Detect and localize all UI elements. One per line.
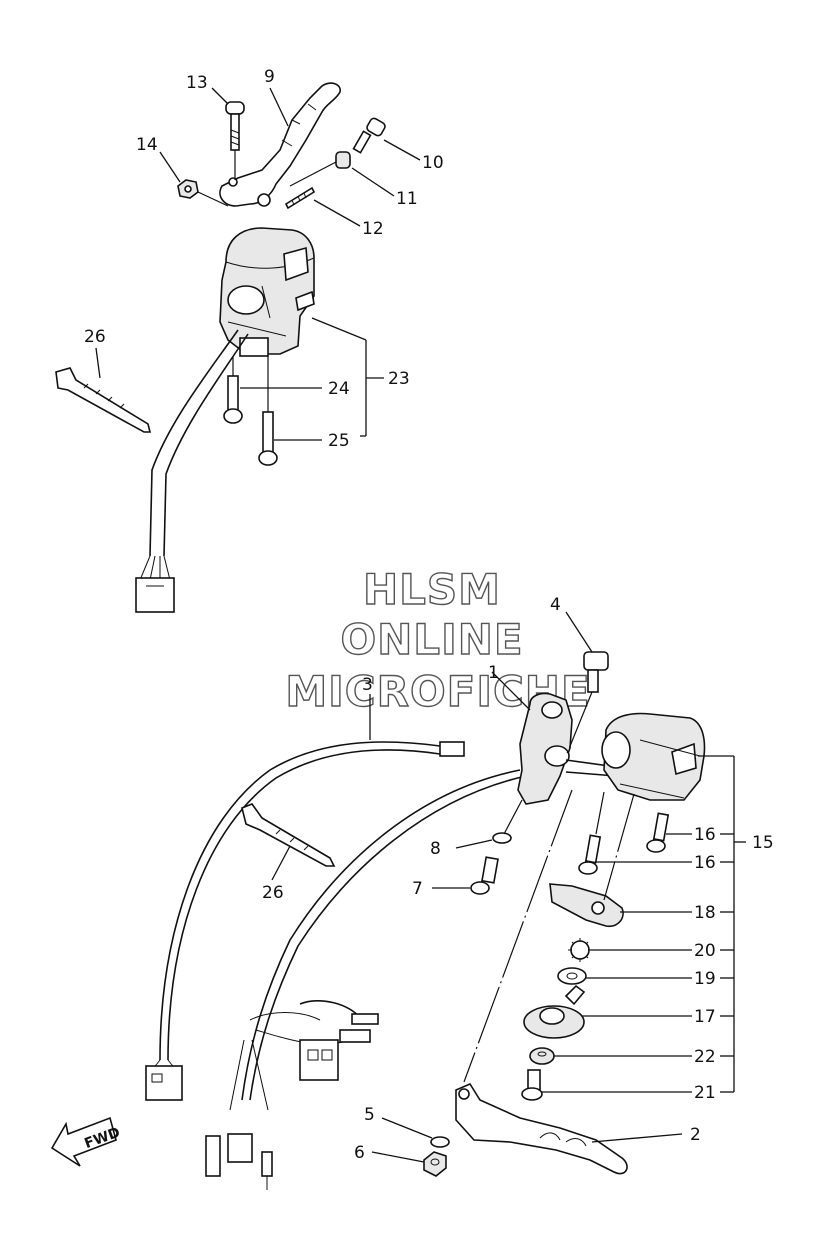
callout-13: 13 bbox=[186, 73, 208, 93]
callout-labels: 13 9 14 10 11 12 26 23 24 25 4 1 3 16 15… bbox=[84, 67, 774, 1163]
callout-14: 14 bbox=[136, 135, 158, 155]
knob-18 bbox=[549, 883, 624, 928]
lever-upper-group bbox=[159, 82, 421, 227]
callout-25: 25 bbox=[328, 431, 350, 451]
watermark-line-1: HLSM bbox=[363, 565, 501, 614]
callout-5: 5 bbox=[364, 1105, 375, 1125]
handlebar-switch-23 bbox=[55, 227, 384, 613]
bolt-4 bbox=[583, 651, 609, 671]
fwd-arrow-icon: FWD bbox=[50, 1116, 122, 1167]
connector-bottom-left bbox=[205, 1135, 221, 1177]
washer-19 bbox=[557, 967, 587, 985]
callout-6: 6 bbox=[354, 1143, 365, 1163]
watermark: HLSM ONLINE MICROFICHE bbox=[285, 564, 591, 716]
callout-15: 15 bbox=[752, 833, 774, 853]
o-ring-5 bbox=[430, 1136, 450, 1148]
bolt-21 bbox=[527, 1069, 541, 1091]
collar-11 bbox=[335, 151, 351, 169]
lever-9 bbox=[219, 82, 341, 207]
watermark-line-2: ONLINE bbox=[340, 615, 523, 664]
bullet-connector-b bbox=[339, 1029, 371, 1043]
callout-12: 12 bbox=[362, 219, 384, 239]
callout-2: 2 bbox=[690, 1125, 701, 1145]
callout-22: 22 bbox=[694, 1047, 716, 1067]
callout-10: 10 bbox=[422, 153, 444, 173]
callout-4: 4 bbox=[550, 595, 561, 615]
bracket-1 bbox=[517, 692, 573, 805]
callout-19: 19 bbox=[694, 969, 716, 989]
callout-9: 9 bbox=[264, 67, 275, 87]
callout-3: 3 bbox=[362, 675, 373, 695]
cable-tie-26-upper bbox=[55, 367, 152, 433]
callout-18: 18 bbox=[694, 903, 716, 923]
coupler-upper bbox=[135, 577, 175, 613]
screw-25 bbox=[262, 411, 274, 455]
callout-23: 23 bbox=[388, 369, 410, 389]
callout-24: 24 bbox=[328, 379, 350, 399]
cable-tie-26-lower bbox=[241, 803, 336, 867]
cable-end-3 bbox=[439, 741, 465, 757]
callout-17: 17 bbox=[694, 1007, 716, 1027]
screw-16-b bbox=[652, 812, 670, 842]
coupler-lower-left bbox=[145, 1065, 183, 1101]
callout-20: 20 bbox=[694, 941, 716, 961]
callout-1: 1 bbox=[488, 663, 499, 683]
callout-7: 7 bbox=[412, 879, 423, 899]
connector-bottom-right bbox=[261, 1151, 273, 1177]
washer-8 bbox=[492, 832, 512, 844]
screw-24 bbox=[227, 375, 239, 413]
callout-8: 8 bbox=[430, 839, 441, 859]
callout-16-b: 16 bbox=[694, 853, 716, 873]
lower-assembly bbox=[145, 611, 746, 1190]
nut-6 bbox=[423, 1151, 447, 1177]
brake-lever-2 bbox=[455, 1082, 628, 1175]
spring-12 bbox=[284, 186, 316, 210]
screw-16-a bbox=[584, 834, 602, 864]
callout-11: 11 bbox=[396, 189, 418, 209]
connector-bottom-mid bbox=[227, 1133, 253, 1163]
bullet-connector-a bbox=[351, 1013, 379, 1025]
bolt-7 bbox=[481, 856, 499, 884]
callout-21: 21 bbox=[694, 1083, 716, 1103]
bolt-13 bbox=[225, 101, 245, 115]
handlebar-switch-15 bbox=[603, 712, 706, 801]
callout-26-upper: 26 bbox=[84, 327, 106, 347]
bolt-10 bbox=[366, 117, 386, 137]
callout-16-a: 16 bbox=[694, 825, 716, 845]
callout-26-lower: 26 bbox=[262, 883, 284, 903]
